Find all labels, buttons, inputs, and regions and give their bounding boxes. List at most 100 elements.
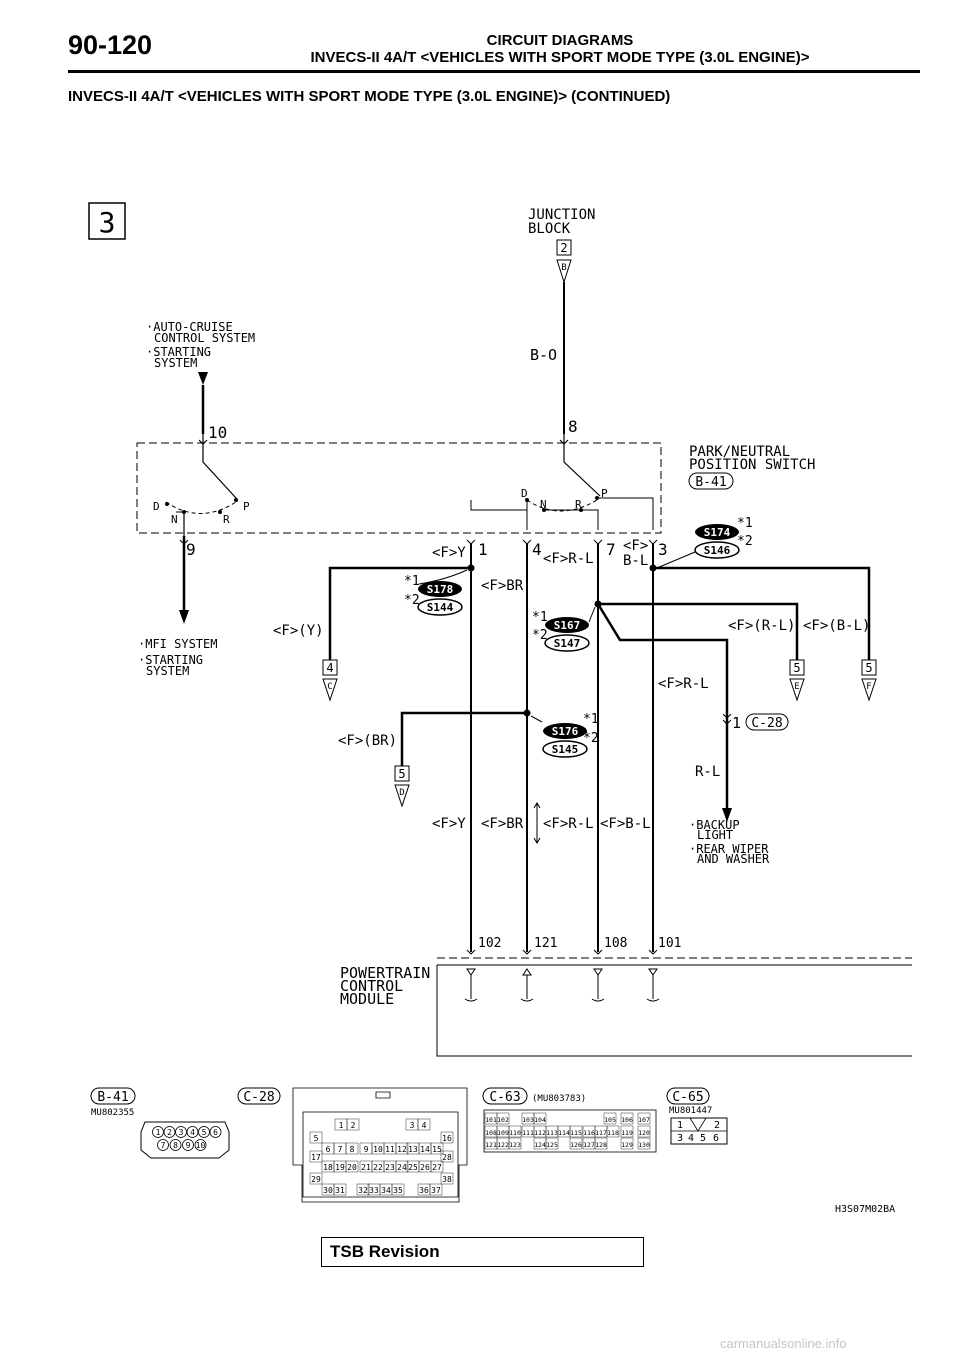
switch-left-dot-r: [218, 510, 222, 514]
page-title: CIRCUIT DIAGRAMS INVECS-II 4A/T <VEHICLE…: [240, 32, 880, 66]
c28-pin-38: 38: [442, 1175, 452, 1184]
tsb-revision-label: TSB Revision: [330, 1242, 440, 1261]
splice-s147-label: S147: [554, 637, 581, 650]
c28-pin-19: 19: [335, 1163, 345, 1172]
c63-pin-122: 122: [497, 1141, 509, 1149]
splice-s145-label: S145: [552, 743, 579, 756]
section-subtitle: INVECS-II 4A/T <VEHICLES WITH SPORT MODE…: [68, 88, 671, 105]
splice-s176: [543, 723, 587, 739]
b41-pin-label: 10: [196, 1141, 206, 1150]
wire-label-f: <F>: [623, 538, 648, 554]
wire-label-b-o: B-O: [530, 346, 557, 364]
input-label-4: SYSTEM: [154, 356, 197, 370]
switch-pin-9: 9: [186, 540, 196, 559]
c28-pin-14: 14: [420, 1145, 430, 1154]
c28-pin-32: 32: [358, 1186, 368, 1195]
backup-label-3: ·REAR WIPER: [689, 842, 769, 856]
title-line-1: CIRCUIT DIAGRAMS: [486, 32, 634, 49]
c28-pin-23: 23: [385, 1163, 395, 1172]
b41-pin-6: [209, 1126, 222, 1138]
c63-pin-119: 119: [621, 1129, 633, 1137]
splice-s174-label: S174: [704, 526, 731, 539]
b41-pin-label: 6: [213, 1128, 218, 1137]
c28-pin-21: 21: [361, 1163, 371, 1172]
junction-pin-label: B: [561, 263, 566, 273]
wire-label-b-l: B-L: [623, 553, 648, 569]
splice-s174: [695, 524, 739, 540]
c63-pin-cell: [508, 1137, 522, 1150]
c28-pin-24: 24: [397, 1163, 407, 1172]
bidirectional-arrow: [533, 802, 541, 844]
c28-pin-cell: [309, 1131, 323, 1144]
switch-pin-4: 4: [532, 540, 542, 559]
cutoff-4-pin: C: [327, 682, 332, 692]
splice-s144-label: S144: [427, 601, 454, 614]
splice-dot-y: [467, 564, 475, 572]
splice-s145: [542, 740, 588, 758]
c65-pin-5: 5: [700, 1133, 706, 1144]
pcm-label-2: CONTROL: [340, 977, 403, 995]
c63-pin-102: 102: [497, 1116, 509, 1124]
figure-code: H3S07M02BA: [835, 1204, 895, 1215]
switch-left-dot-p: [234, 498, 238, 502]
note-1-c: *1: [532, 610, 548, 625]
c63-pin-127: 127: [583, 1141, 595, 1149]
wire-label-f-y: <F>Y: [432, 545, 466, 561]
pcm-label-3: MODULE: [340, 990, 394, 1008]
splice-s146-label: S146: [704, 544, 731, 557]
note-1-b: *1: [737, 516, 753, 531]
wire-label-f-r-l-paren: <F>(R-L): [728, 618, 795, 634]
backup-arrow: [722, 808, 732, 822]
wire-label-r-l: R-L: [695, 764, 720, 780]
c63-part: (MU803783): [532, 1094, 586, 1104]
switch-pin-1: 1: [478, 540, 488, 559]
splice-leader-s167: [588, 606, 596, 623]
c28-pin-26: 26: [420, 1163, 430, 1172]
c28-outline: [292, 1087, 468, 1203]
c28-pin-31: 31: [335, 1186, 345, 1195]
c28-pin-25: 25: [408, 1163, 418, 1172]
c63-pin-107: 107: [638, 1116, 650, 1124]
switch-right-r: R: [575, 498, 582, 511]
b41-part: MU802355: [91, 1108, 134, 1118]
wire-label-f-br-paren: <F>(BR): [338, 733, 397, 749]
wire-label-bottom-r-l: <F>R-L: [543, 816, 594, 832]
c28-pin-6: 6: [326, 1145, 331, 1154]
c63-pin-114: 114: [558, 1129, 570, 1137]
c63-pin-113: 113: [546, 1129, 558, 1137]
c63-outline: [483, 1109, 657, 1153]
c28-chevron: [722, 713, 732, 725]
pcm-pin-102: 102: [478, 936, 501, 951]
c63-pin-cell: [637, 1125, 651, 1138]
splice-s167-label: S167: [554, 619, 581, 632]
c28-pin-cell: [356, 1183, 370, 1196]
c63-pin-104: 104: [534, 1116, 546, 1124]
c63-pin-123: 123: [509, 1141, 521, 1149]
c65-pin-4: 4: [688, 1133, 694, 1144]
b41-pin-5: [198, 1126, 210, 1138]
cutoff-5f-box: [861, 659, 877, 676]
backup-label-1: ·BACKUP: [689, 818, 740, 832]
c28-pin-cell: [345, 1160, 359, 1173]
splice-leader-s176: [530, 715, 543, 723]
wire-f-b-l-branch: [653, 566, 871, 660]
b41-pin-label: 3: [179, 1128, 184, 1137]
backup-label-2: LIGHT: [697, 828, 733, 842]
splice-s178: [418, 581, 462, 597]
b41-pin-7: [157, 1139, 169, 1151]
c63-pin-cell: [545, 1137, 559, 1150]
output-label-3: SYSTEM: [146, 664, 189, 678]
pcm-pin-108: 108: [604, 936, 627, 951]
c28-view-pill: [237, 1087, 281, 1105]
input-label-2: CONTROL SYSTEM: [154, 331, 255, 345]
switch-right-n: N: [540, 498, 547, 511]
note-2-b: *2: [737, 534, 753, 549]
c63-pin-106: 106: [621, 1116, 633, 1124]
wire-label-f-y-paren: <F>(Y): [273, 623, 324, 639]
wire-label-bottom-y: <F>Y: [432, 816, 466, 832]
c28-pin-27: 27: [432, 1163, 442, 1172]
